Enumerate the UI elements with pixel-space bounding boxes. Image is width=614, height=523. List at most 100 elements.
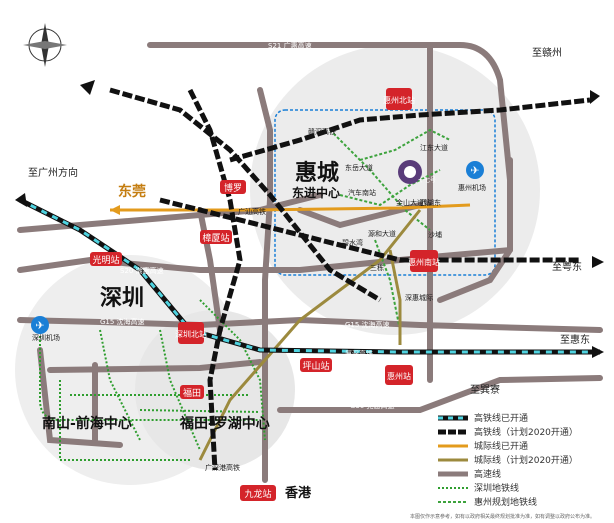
- station-guangming[interactable]: 光明站: [90, 252, 122, 266]
- expressway-g94: [197, 207, 223, 333]
- legend-metro-hz: 惠州规划地铁线: [438, 496, 537, 508]
- intercity-open-line: [110, 203, 471, 212]
- expressway-s21: [147, 42, 513, 183]
- svg-text:高铁线已开通: 高铁线已开通: [474, 412, 528, 424]
- road-guangshan: 广汕高铁: [238, 207, 266, 216]
- region-shenzhen: 深圳: [100, 286, 144, 311]
- arrow-dongguan: [110, 205, 120, 215]
- poi-sanlan: 三栋: [370, 263, 384, 272]
- svg-text:✈: ✈: [35, 319, 44, 332]
- expressway-s25: [297, 202, 423, 229]
- arrow-guangzhou: [15, 193, 27, 207]
- poi-bishui: 碧水湾: [342, 238, 363, 247]
- svg-text:深圳北站: 深圳北站: [175, 329, 207, 339]
- region-hongkong: 香港: [284, 485, 312, 501]
- poi-huizhou-airport: 惠州机场: [458, 183, 486, 192]
- station-huizhou-north[interactable]: 惠州北站: [383, 88, 415, 110]
- poi-dongyue: 东岳大道: [345, 163, 373, 172]
- svg-text:高铁线（计划2020开通）: 高铁线（计划2020开通）: [474, 426, 578, 438]
- station-kowloon[interactable]: 九龙站: [240, 485, 276, 501]
- poi-jiangdong: 江东大道: [420, 143, 448, 152]
- poi-shenzhen-airport: 深圳机场: [32, 333, 60, 342]
- metro-hz-network: [329, 128, 451, 331]
- poi-shajiao: 沙埔: [428, 230, 442, 239]
- svg-text:光明站: 光明站: [92, 254, 119, 266]
- poi-project: 十七号: [418, 176, 436, 184]
- arrow-northwest: [80, 80, 95, 95]
- svg-text:惠州规划地铁线: 惠州规划地铁线: [474, 496, 537, 508]
- huizhou-airport-icon: ✈: [466, 161, 484, 179]
- road-xiashen: 厦深高铁: [345, 349, 373, 358]
- svg-text:深圳地铁线: 深圳地铁线: [474, 482, 519, 494]
- poi-yuanhe: 源和大道: [368, 229, 396, 238]
- legend-intercity-plan: 城际线（计划2020开通）: [438, 454, 578, 466]
- dir-pingshan-liao: 至巽寮: [470, 383, 500, 396]
- road-shenhui: 深惠城际: [405, 293, 433, 302]
- svg-text:高速线: 高速线: [474, 468, 501, 480]
- legend: 高铁线已开通 高铁线（计划2020开通） 城际线已开通 城际线（计划2020开通…: [438, 412, 578, 508]
- expressway-shenzhen-east: [47, 359, 263, 373]
- dir-huidong: 至惠东: [560, 333, 590, 346]
- intercity-plan-line: [198, 209, 422, 461]
- station-boluo[interactable]: 博罗: [220, 180, 246, 194]
- svg-text:惠州北站: 惠州北站: [383, 95, 415, 105]
- svg-text:惠州南站: 惠州南站: [408, 257, 440, 267]
- poi-jinshan: 金山大道站: [396, 198, 431, 207]
- svg-text:樟厦站: 樟厦站: [202, 232, 229, 244]
- dir-yuedong: 至粤东: [552, 260, 582, 273]
- legend-expressway: 高速线: [438, 468, 501, 480]
- expressway-g30: [277, 375, 603, 413]
- expressway-g4: [257, 87, 273, 483]
- arrow-yuedong: [592, 256, 604, 268]
- region-dongguan: 东莞: [118, 183, 146, 200]
- region-huicheng-sub: 东进中心: [292, 185, 340, 200]
- road-labels: S21 广惠高速 广汕高铁 赣深高铁 S20 潮惠高速 G15 沈海高速 G15…: [100, 41, 433, 472]
- expressway-s2: [37, 347, 123, 448]
- shenzhen-airport-icon: ✈: [31, 316, 49, 334]
- station-pingshan[interactable]: 坪山站: [300, 358, 332, 372]
- arrow-huidong: [592, 346, 604, 358]
- svg-text:惠州站: 惠州站: [387, 371, 411, 381]
- road-ganshen: 赣深高铁: [308, 127, 336, 136]
- svg-text:城际线已开通: 城际线已开通: [474, 440, 528, 452]
- station-huizhou-south[interactable]: 惠州站: [385, 365, 413, 385]
- project-marker[interactable]: [398, 160, 422, 184]
- road-g15: G15 沈海高速: [100, 317, 145, 326]
- svg-text:✈: ✈: [470, 164, 479, 177]
- road-g30: G30 莞惠高速: [350, 401, 395, 410]
- poi-xihu: 西湖东: [420, 198, 441, 207]
- dir-guangzhou: 至广州方向: [28, 166, 78, 179]
- station-shenzhen-north[interactable]: 深圳北站: [175, 322, 207, 344]
- legend-metro-sz: 深圳地铁线: [438, 482, 519, 494]
- station-zhangmutou[interactable]: 樟厦站: [200, 230, 232, 244]
- svg-text:城际线（计划2020开通）: 城际线（计划2020开通）: [474, 454, 578, 466]
- arrow-ganzhou: [590, 90, 600, 104]
- expressway-g15: [17, 316, 603, 333]
- intercity-plan-line-2: [388, 249, 402, 345]
- svg-text:博罗: 博罗: [224, 182, 242, 194]
- road-s20: S20 潮惠高速: [120, 266, 164, 275]
- poi-labels: 江东大道 东岳大道 汽车南站 源和大道 碧水湾 三栋 西湖东 沙埔 金山大道站 …: [32, 143, 486, 342]
- legend-intercity-open: 城际线已开通: [438, 440, 528, 452]
- region-futian: 福田-罗湖中心: [179, 415, 270, 432]
- footnote: 本图仅作示意参考，如有以政府相关最终规划批准为准，如有调整以政府公布为准。: [410, 513, 595, 520]
- station-futian[interactable]: 福田: [180, 385, 204, 399]
- region-huicheng: 惠城: [295, 160, 339, 186]
- road-g15-2: G15 沈海高速: [345, 320, 390, 329]
- metro-sz-network: [39, 299, 266, 461]
- compass-icon: [23, 23, 67, 67]
- dir-ganzhou: 至赣州: [532, 46, 562, 59]
- expressway-network: [17, 42, 603, 483]
- station-huizhou-nan[interactable]: 惠州南站: [408, 250, 440, 272]
- region-nanshan: 南山-前海中心: [42, 415, 132, 432]
- poi-qiche: 汽车南站: [348, 188, 376, 197]
- direction-arrows: [15, 80, 604, 358]
- legend-hsr-open: 高铁线已开通: [438, 412, 528, 424]
- svg-text:福田: 福田: [183, 387, 201, 399]
- expressway-east-arc: [437, 157, 513, 303]
- legend-hsr-plan: 高铁线（计划2020开通）: [438, 426, 578, 438]
- svg-text:九龙站: 九龙站: [244, 488, 271, 500]
- road-s21: S21 广惠高速: [268, 41, 312, 50]
- hsr-network: [109, 87, 591, 471]
